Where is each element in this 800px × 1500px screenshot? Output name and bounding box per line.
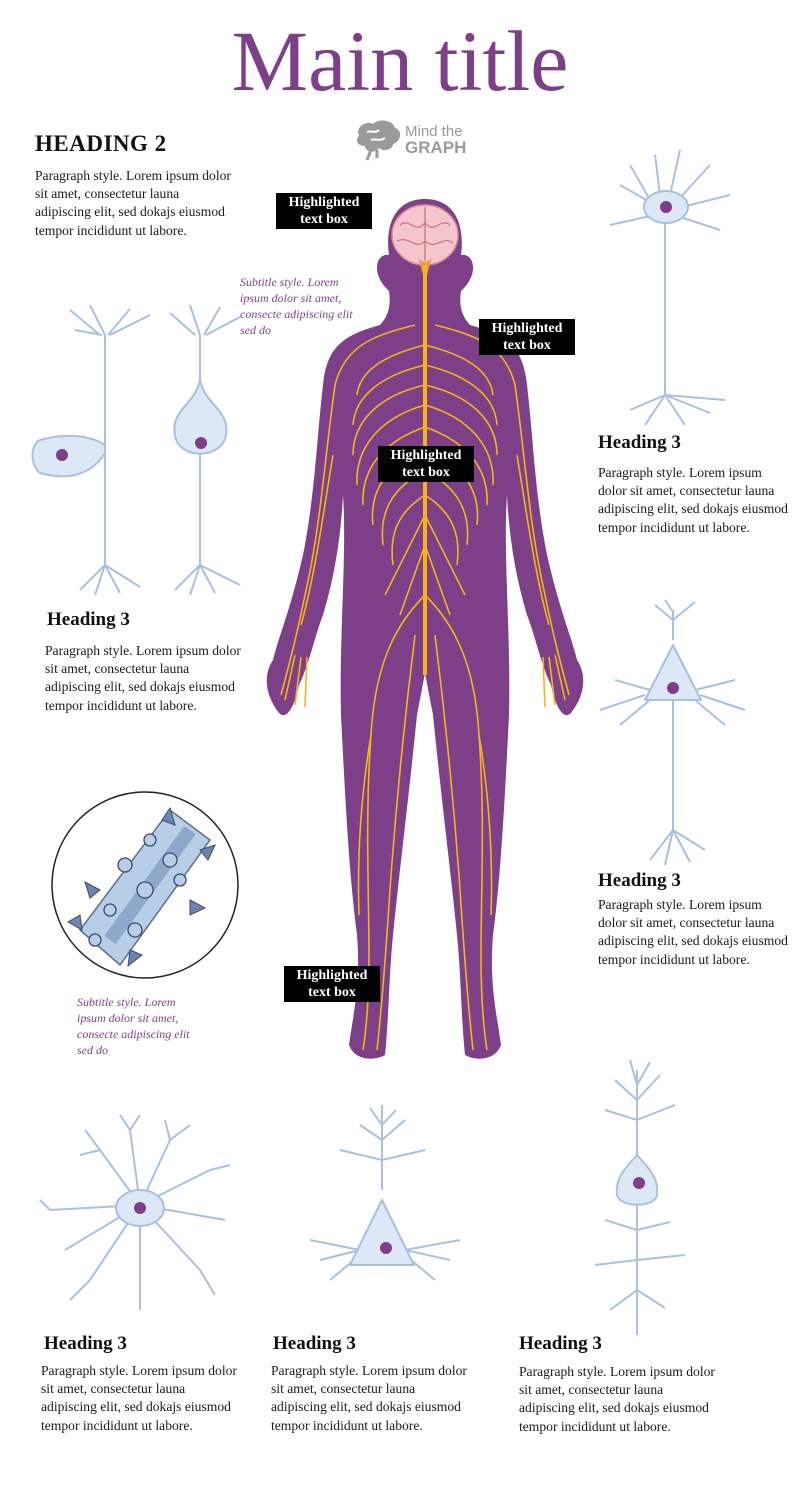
brain-logo-icon [357,120,401,161]
paragraph-bottom-left: Paragraph style. Lorem ipsum dolor sit a… [41,1363,237,1433]
pyramidal-neuron-illustration-3 [594,1059,686,1335]
pyramidal-neuron-illustration-2 [309,1105,461,1281]
highlight-box-3-line2: text box [402,465,450,480]
logo-line1: Mind the [405,123,463,140]
highlight-box-4-line2: text box [308,985,356,1000]
highlight-box-3-line1: Highlighted [390,448,462,463]
highlight-box-1: Highlighted text box [276,193,372,229]
highlight-box-2: Highlighted text box [479,319,575,355]
mind-the-graph-logo: Mind the GRAPH [353,118,493,162]
paragraph-right-top: Paragraph style. Lorem ipsum dolor sit a… [598,465,788,535]
main-title: Main title [231,13,569,109]
highlight-box-4: Highlighted text box [284,966,380,1002]
paragraph-bottom-right: Paragraph style. Lorem ipsum dolor sit a… [519,1364,715,1434]
logo-line2: GRAPH [405,138,467,157]
highlight-box-1-line2: text box [300,212,348,227]
heading-3-bottom-right: Heading 3 [519,1333,602,1354]
multipolar-neuron-illustration-1 [609,149,731,426]
heading-3-left: Heading 3 [47,609,130,630]
heading-3-right-top: Heading 3 [598,432,681,453]
paragraph-bottom-middle: Paragraph style. Lorem ipsum dolor sit a… [271,1363,467,1433]
paragraph-right-middle: Paragraph style. Lorem ipsum dolor sit a… [598,897,788,967]
subtitle-bottom: Subtitle style. Lorem ipsum dolor sit am… [77,995,190,1057]
pyramidal-neuron-illustration-1 [599,599,746,866]
highlight-box-3: Highlighted text box [378,446,474,482]
paragraph-top-left: Paragraph style. Lorem ipsum dolor sit a… [35,168,231,238]
heading-3-bottom-left: Heading 3 [44,1333,127,1354]
heading-3-bottom-middle: Heading 3 [273,1333,356,1354]
highlight-box-4-line1: Highlighted [296,968,368,983]
heading-3-right-middle: Heading 3 [598,870,681,891]
axon-zoom-circle [51,791,239,979]
paragraph-left: Paragraph style. Lorem ipsum dolor sit a… [45,643,241,713]
highlight-box-2-line2: text box [503,338,551,353]
highlight-box-1-line1: Highlighted [288,195,360,210]
subtitle-top: Subtitle style. Lorem ipsum dolor sit am… [240,275,353,337]
pseudounipolar-neurons-illustration [31,304,241,596]
multipolar-neuron-illustration-2 [39,1114,231,1310]
heading-2: HEADING 2 [35,131,167,156]
highlight-box-2-line1: Highlighted [491,321,563,336]
